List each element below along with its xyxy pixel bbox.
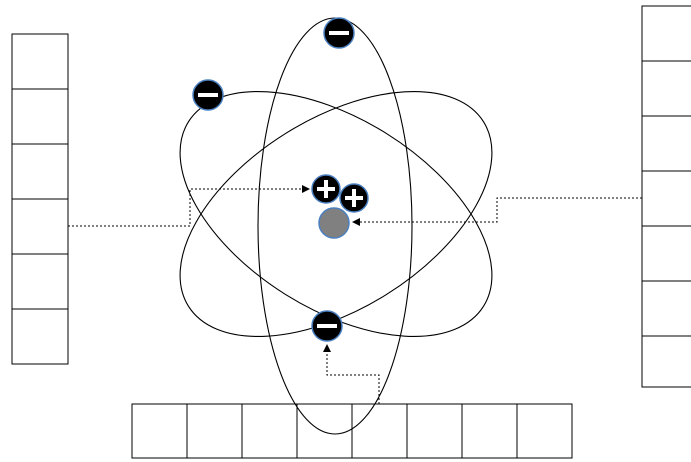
pointer-right-to-neutron — [352, 197, 642, 226]
right-label-box-6[interactable] — [641, 280, 691, 337]
proton-2 — [339, 183, 369, 213]
bottom-label-box-6[interactable] — [406, 403, 463, 459]
left-label-box-2[interactable] — [11, 88, 69, 145]
bottom-label-box-8[interactable] — [516, 403, 573, 459]
left-label-box-4[interactable] — [11, 198, 69, 255]
right-label-box-4[interactable] — [641, 170, 691, 227]
right-label-box-3[interactable] — [641, 115, 691, 172]
electron-upper-left — [192, 79, 224, 111]
right-label-box-7[interactable] — [641, 335, 691, 388]
pointer-bottom-to-electron — [323, 344, 380, 404]
bottom-label-box-5[interactable] — [351, 403, 408, 459]
electron-top — [323, 17, 355, 49]
right-label-box-5[interactable] — [641, 225, 691, 282]
left-label-box-1[interactable] — [11, 33, 69, 90]
left-label-box-6[interactable] — [11, 308, 69, 365]
bottom-label-box-7[interactable] — [461, 403, 518, 459]
bottom-label-box-1[interactable] — [131, 403, 188, 459]
orbit-tilted-right — [179, 91, 493, 337]
bottom-label-box-4[interactable] — [296, 403, 353, 459]
proton-1 — [311, 174, 341, 204]
left-label-column — [11, 33, 69, 365]
left-label-box-5[interactable] — [11, 253, 69, 310]
bottom-label-box-3[interactable] — [241, 403, 298, 459]
right-label-column — [641, 5, 691, 388]
neutron — [318, 207, 350, 239]
right-label-box-1[interactable] — [641, 5, 691, 62]
pointer-left-to-proton — [68, 185, 310, 227]
nucleus — [311, 174, 369, 239]
bottom-label-row — [131, 403, 573, 459]
right-label-box-2[interactable] — [641, 60, 691, 117]
pointer-lines — [68, 185, 642, 404]
electron-bottom — [311, 310, 343, 342]
electrons — [192, 17, 355, 342]
bottom-label-box-2[interactable] — [186, 403, 243, 459]
left-label-box-3[interactable] — [11, 143, 69, 200]
orbit-tilted-left — [179, 91, 493, 337]
